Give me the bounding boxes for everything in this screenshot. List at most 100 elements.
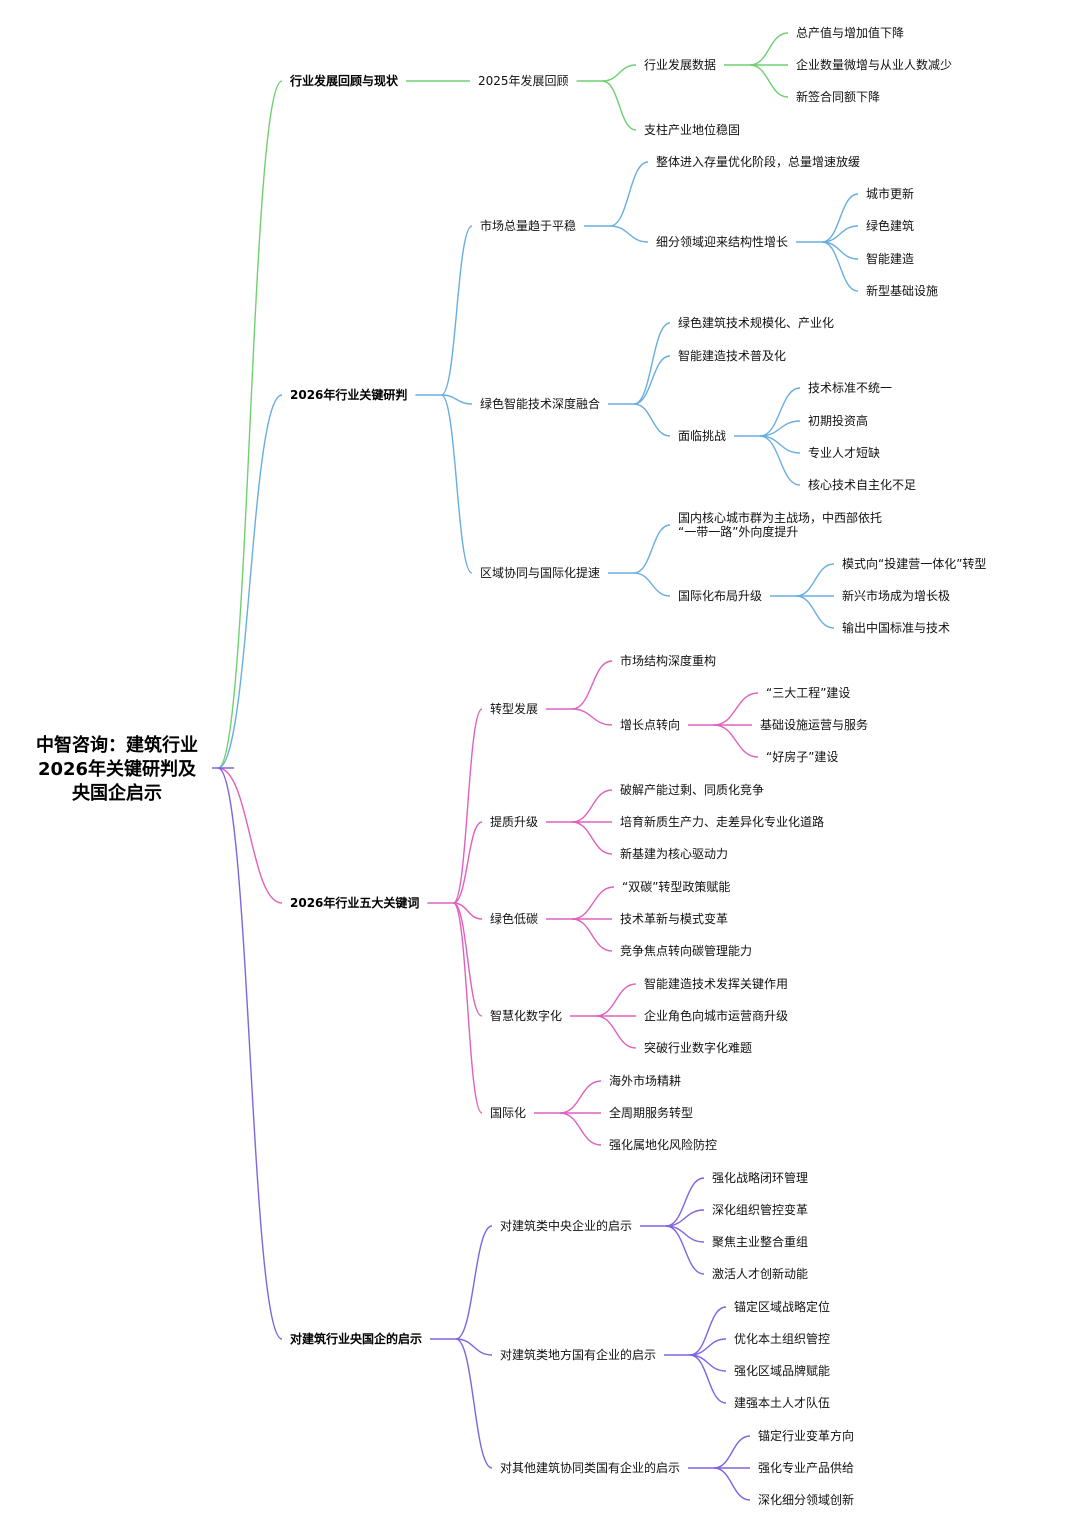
connector-1-0-1 xyxy=(609,225,649,243)
node-label: 智能建造 xyxy=(866,251,914,266)
node-label: 市场结构深度重构 xyxy=(620,653,716,668)
node-label: 新兴市场成为增长极 xyxy=(842,588,950,603)
node-label: 行业发展数据 xyxy=(644,57,716,72)
connector-2-0-1-0 xyxy=(713,692,759,726)
connector-2 xyxy=(217,767,283,904)
connector-3-2 xyxy=(455,1338,493,1469)
connector-2-0-1-2 xyxy=(713,724,759,758)
node-label: “三大工程”建设 xyxy=(766,685,850,700)
node-label: 海外市场精耕 xyxy=(609,1073,681,1088)
connector-1-0-1-0 xyxy=(821,193,859,243)
node-label: 锚定区域战略定位 xyxy=(734,1299,830,1314)
connector-1-0-1-1 xyxy=(821,225,859,243)
node-label: 对建筑类中央企业的启示 xyxy=(500,1218,632,1233)
node-label: 强化战略闭环管理 xyxy=(712,1170,808,1185)
node-label: 整体进入存量优化阶段，总量增速放缓 xyxy=(656,154,860,169)
node-label: 全周期服务转型 xyxy=(609,1105,693,1120)
connector-1-1-1 xyxy=(633,355,671,405)
node-label: 总产值与增加值下降 xyxy=(796,25,904,40)
node-label: 国际化布局升级 xyxy=(678,589,762,603)
node-label: 绿色建筑技术规模化、产业化 xyxy=(678,315,834,330)
node-label: 市场总量趋于平稳 xyxy=(480,218,576,233)
node-label: 技术标准不统一 xyxy=(808,381,892,395)
connector-0-0-0-2 xyxy=(749,64,789,98)
connector-1-0-0 xyxy=(609,161,649,227)
edges-layer xyxy=(212,32,859,1501)
node-label: 智能建造技术普及化 xyxy=(678,348,786,363)
connector-0-0-0 xyxy=(602,64,637,82)
node-label: 破解产能过剩、同质化竞争 xyxy=(620,782,764,797)
root-title-line-3: 央国企启示 xyxy=(72,782,162,804)
connector-1-1 xyxy=(441,394,473,405)
node-label: 输出中国标准与技术 xyxy=(842,620,950,635)
node-label: 新型基础设施 xyxy=(866,283,938,298)
node-label: 细分领域迎来结构性增长 xyxy=(656,234,788,249)
node-label: “双碳”转型政策赋能 xyxy=(622,879,730,894)
connector-2-2-2 xyxy=(571,918,613,952)
connector-3-2-0 xyxy=(713,1435,751,1469)
node-label: 基础设施运营与服务 xyxy=(760,717,868,732)
connector-1-2 xyxy=(440,394,473,574)
node-label: 企业角色向城市运营商升级 xyxy=(644,1008,788,1023)
connector-1-2-1-2 xyxy=(795,595,835,629)
node-label: “好房子”建设 xyxy=(766,749,838,764)
connector-2-3-2 xyxy=(595,1015,637,1049)
node-label: 强化属地化风险防控 xyxy=(609,1137,717,1152)
node-label: 企业数量微增与从业人数减少 xyxy=(796,57,952,72)
connector-2-4-2 xyxy=(559,1112,602,1146)
connector-1-2-1 xyxy=(633,572,671,597)
node-label: 智能建造技术发挥关键作用 xyxy=(644,976,788,991)
node-label: 模式向“投建营一体化”转型 xyxy=(842,556,986,571)
branch-title: 2026年行业五大关键词 xyxy=(290,895,419,910)
connector-3-1 xyxy=(455,1338,493,1356)
connector-3-1-3 xyxy=(689,1354,727,1404)
connector-2-0-0 xyxy=(571,660,613,710)
connector-1-2-0 xyxy=(633,524,671,574)
node-label: 新签合同额下降 xyxy=(796,89,880,104)
branch-title: 行业发展回顾与现状 xyxy=(289,73,399,88)
node-label: 深化细分领域创新 xyxy=(758,1492,854,1507)
node-label: 激活人才创新动能 xyxy=(712,1266,808,1281)
root-title-line-1: 中智咨询：建筑行业 xyxy=(36,734,198,756)
root-title-line-2: 2026年关键研判及 xyxy=(38,758,197,780)
connector-2-3-0 xyxy=(595,983,637,1017)
connector-0-0-0-0 xyxy=(749,32,789,66)
node-label: 强化专业产品供给 xyxy=(758,1460,854,1475)
node-label: 支柱产业地位稳固 xyxy=(644,122,740,137)
connector-2-2 xyxy=(453,902,483,920)
connector-1-0 xyxy=(441,225,473,396)
node-label: 区域协同与国际化提速 xyxy=(480,565,600,580)
connector-1-0-1-3 xyxy=(821,241,859,292)
node-label: 深化组织管控变革 xyxy=(712,1202,808,1217)
node-label-continued: “一带一路”外向度提升 xyxy=(678,524,798,539)
node-label: 提质升级 xyxy=(490,814,538,829)
node-label: 培育新质生产力、走差异化专业化道路 xyxy=(620,814,824,829)
connector-1 xyxy=(217,394,283,769)
node-label: 新基建为核心驱动力 xyxy=(620,846,728,861)
node-label: 竞争焦点转向碳管理能力 xyxy=(620,943,752,958)
connector-2-4 xyxy=(452,902,483,1114)
connector-3-0-3 xyxy=(665,1225,705,1275)
node-label: 对建筑类地方国有企业的启示 xyxy=(500,1347,656,1362)
node-label: 增长点转向 xyxy=(620,717,680,732)
connector-1-1-2-3 xyxy=(759,435,801,486)
connector-2-1 xyxy=(453,821,483,904)
connector-2-0 xyxy=(452,708,483,904)
connector-1-2-1-0 xyxy=(795,563,835,597)
branch-title: 2026年行业关键研判 xyxy=(290,387,407,402)
connector-2-2-0 xyxy=(571,886,615,920)
node-label: 强化区域品牌赋能 xyxy=(734,1364,830,1378)
connector-0 xyxy=(217,80,283,769)
node-label: 对其他建筑协同类国有企业的启示 xyxy=(500,1460,680,1475)
connector-3-0-1 xyxy=(665,1209,705,1227)
node-label: 技术革新与模式变革 xyxy=(620,911,728,926)
connector-0-0-1 xyxy=(602,80,637,131)
node-label: 建强本土人才队伍 xyxy=(734,1395,830,1410)
node-label: 智慧化数字化 xyxy=(490,1008,562,1023)
node-label: 初期投资高 xyxy=(808,413,868,428)
connector-2-1-0 xyxy=(571,789,613,823)
node-label: 专业人才短缺 xyxy=(808,445,880,460)
node-label: 优化本土组织管控 xyxy=(734,1331,830,1346)
